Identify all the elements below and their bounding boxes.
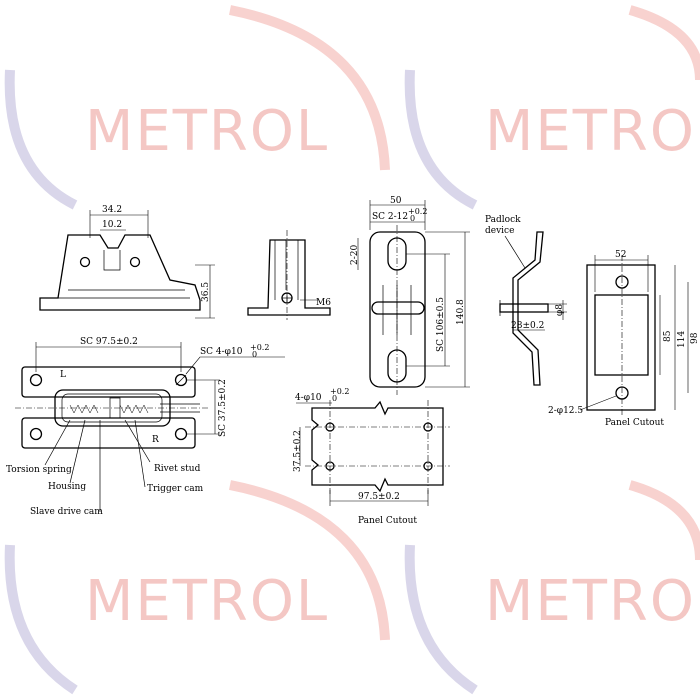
watermark-layer: METROL METROL METROL METROL <box>4 5 700 695</box>
dim-holes-tol: +0.2 <box>250 343 269 352</box>
watermark-text: METROL <box>85 99 329 164</box>
watermark-text: METROL <box>485 569 700 634</box>
padlock-label-line1: Padlock <box>485 215 521 225</box>
dim-holes-label: 4-φ10 <box>295 393 322 403</box>
dim-total-label: 140.8 <box>456 299 466 325</box>
dim-dia-label: φ8 <box>555 304 565 316</box>
dim-slot-label: SC 2-12 <box>372 212 408 222</box>
dim-h2-label: 114 <box>677 331 687 348</box>
padlock-view: Padlock device φ8 28±0.2 <box>485 215 567 386</box>
dim-h1-label: 85 <box>663 330 673 342</box>
dim-width-label: 50 <box>390 196 402 206</box>
padlock-label-line2: device <box>485 226 514 236</box>
watermark-text: METROL <box>85 569 329 634</box>
dim-inner-label: 10.2 <box>102 220 122 230</box>
side-view: M6 <box>247 230 331 320</box>
dim-holes-tol2: 0 <box>332 394 337 403</box>
dim-slot-tol2: 0 <box>410 214 415 223</box>
callout-rivet-stud: Rivet stud <box>154 464 201 474</box>
dim-holes-tol: +0.2 <box>330 387 349 396</box>
dim-width-label: 34.2 <box>102 205 122 215</box>
bottom-cutout-view: 4-φ10 +0.2 0 37.5±0.2 97.5±0.2 Panel Cut… <box>293 387 450 526</box>
dim-centers-label: SC 97.5±0.2 <box>80 337 138 347</box>
dim-holes-label: SC 4-φ10 <box>200 347 243 357</box>
cutout-caption: Panel Cutout <box>358 516 417 526</box>
dim-centers-label: SC 106±0.5 <box>436 297 446 352</box>
callout-trigger-cam: Trigger cam <box>147 484 204 494</box>
dim-holes-tol2: 0 <box>252 350 257 359</box>
thread-label: M6 <box>316 298 331 308</box>
callout-housing: Housing <box>48 482 86 492</box>
dim-slot-tol: +0.2 <box>408 207 427 216</box>
dim-vertical-label: SC 37.5±0.2 <box>218 379 228 437</box>
callout-slave-drive-cam: Slave drive cam <box>30 507 103 517</box>
dim-vertical-label: 37.5±0.2 <box>293 430 303 472</box>
mark-left: L <box>60 370 66 380</box>
dim-slot-height-label: 2-20 <box>350 245 360 265</box>
watermark-text: METROL <box>485 99 700 164</box>
cutout-caption: Panel Cutout <box>605 418 664 428</box>
mark-right: R <box>152 435 159 445</box>
dim-width-label: 97.5±0.2 <box>358 492 400 502</box>
right-cutout-view: 52 85 114 98 2-φ12.5 Panel Cutout <box>548 250 700 428</box>
dim-width-label: 52 <box>615 250 626 260</box>
dim-height-label: 36.5 <box>201 282 211 302</box>
dim-len-label: 28±0.2 <box>511 321 544 331</box>
assembly-view: L R SC 97.5±0.2 SC 4-φ10 +0.2 0 SC 37.5±… <box>6 337 285 517</box>
dim-h3-label: 98 <box>690 332 700 344</box>
dim-holes-label: 2-φ12.5 <box>548 406 583 416</box>
callout-torsion-spring: Torsion spring <box>6 465 72 475</box>
top-left-view: 34.2 10.2 36.5 <box>39 205 215 319</box>
front-view: 50 SC 2-12 +0.2 0 2-20 SC 106±0.5 140.8 <box>350 196 470 395</box>
